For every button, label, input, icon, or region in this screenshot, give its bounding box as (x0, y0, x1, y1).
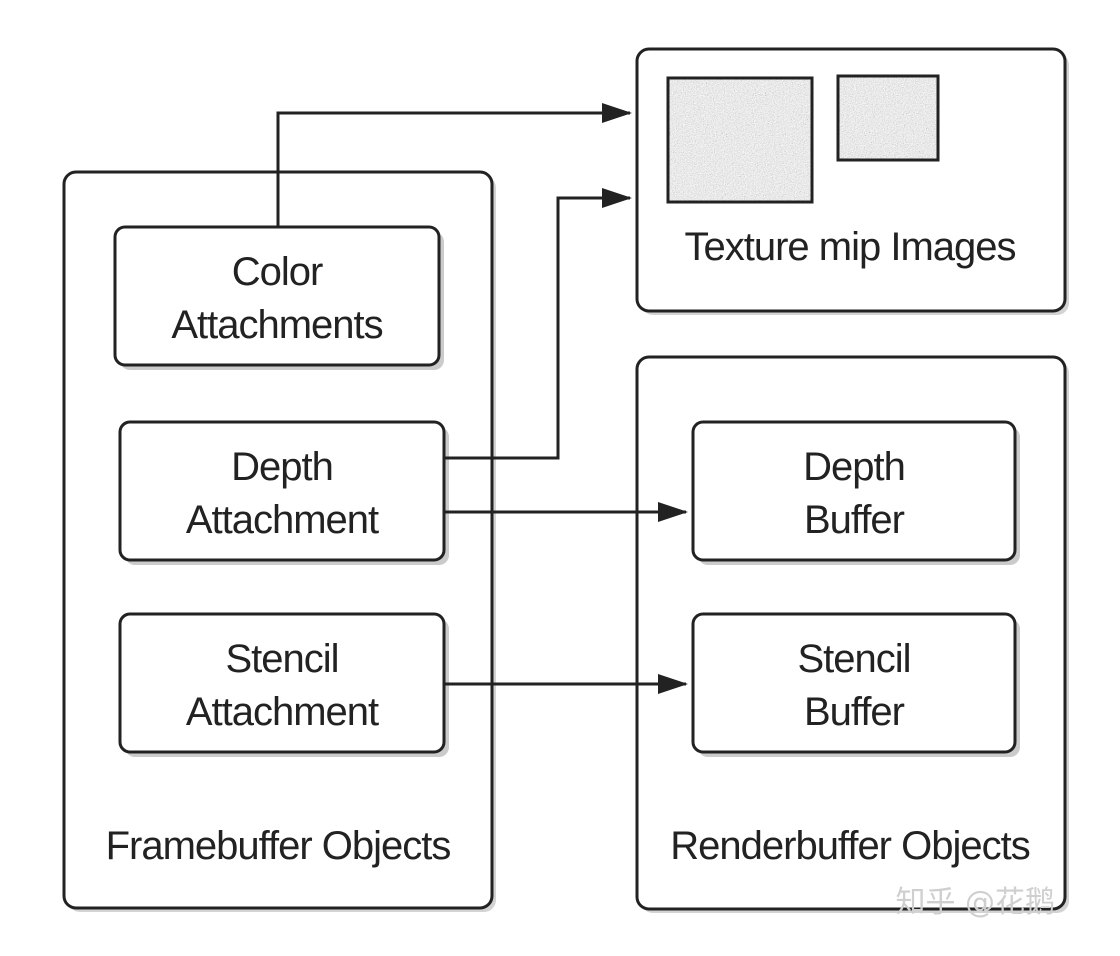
stencil-attachment-label-line2: Attachment (186, 690, 379, 734)
stencil-buffer-label-line1: Stencil (797, 637, 910, 681)
depth-buffer-label-line1: Depth (803, 445, 905, 489)
framebuffer-title: Framebuffer Objects (106, 824, 451, 868)
depth-buffer-box (691, 420, 1017, 562)
stencil-buffer-box (691, 612, 1017, 754)
depth-buffer-label-line2: Buffer (804, 498, 905, 542)
texture-mip-image-large-border (666, 76, 814, 204)
texture-title: Texture mip Images (684, 225, 1015, 269)
texture-mip-image-large (668, 78, 812, 202)
renderbuffer-title: Renderbuffer Objects (670, 824, 1029, 868)
color-attachment-label-line1: Color (232, 250, 323, 294)
texture-mip-image-small (838, 76, 938, 160)
stencil-buffer-label-line2: Buffer (804, 690, 905, 734)
depth-attachment-box (118, 420, 446, 562)
arrow-color-to-texture (276, 103, 632, 227)
color-attachment-label-line2: Attachments (171, 303, 382, 347)
stencil-attachment-label-line1: Stencil (225, 637, 338, 681)
watermark: 知乎 @花鹅 (895, 885, 1055, 920)
depth-attachment-label-line1: Depth (231, 445, 333, 489)
arrow-depth-to-texture (444, 188, 632, 460)
texture-mip-image-small-border (836, 74, 940, 162)
depth-attachment-label-line2: Attachment (186, 498, 379, 542)
